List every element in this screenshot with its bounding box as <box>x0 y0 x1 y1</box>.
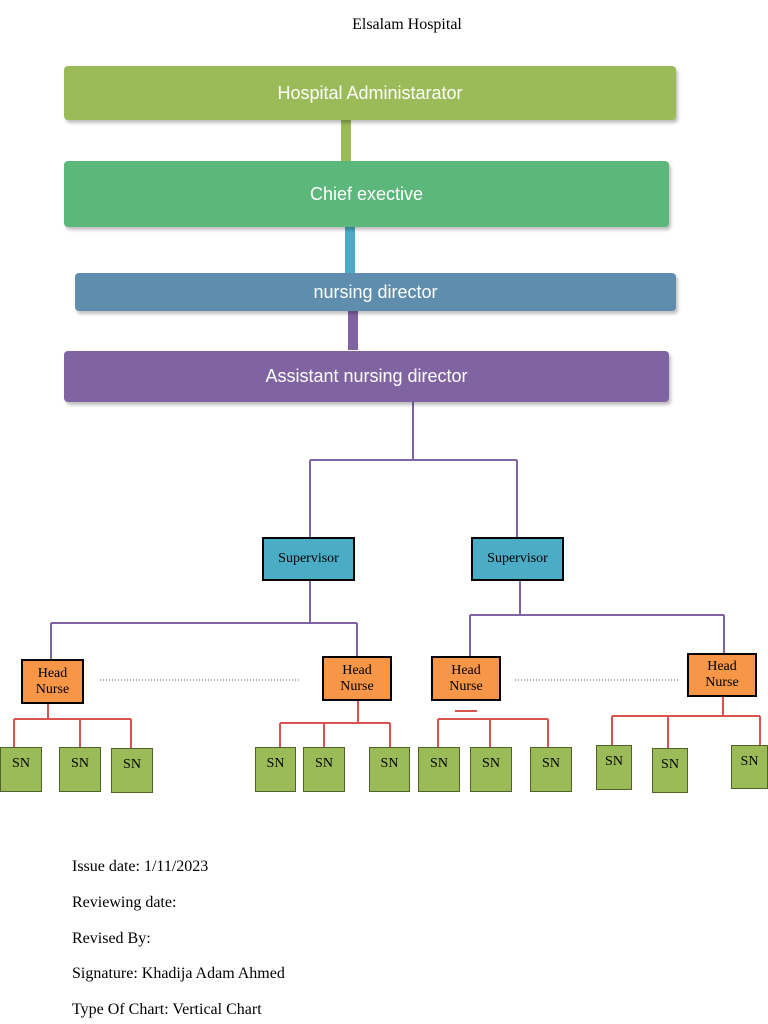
sn-box: SN <box>59 747 101 792</box>
revised-by: Revised By: <box>72 930 151 947</box>
connector-headnurse-sn <box>13 696 761 749</box>
assistant-nursing-director-box: Assistant nursing director <box>64 351 669 402</box>
sn-box: SN <box>530 747 572 792</box>
sn-box: SN <box>255 747 296 792</box>
connector-assistant-supervisors <box>309 402 518 538</box>
type-of-chart: Type Of Chart: Vertical Chart <box>72 1001 262 1018</box>
issue-date: Issue date: 1/11/2023 <box>72 858 209 875</box>
sn-box: SN <box>369 747 410 792</box>
head-nurse-box: Head Nurse <box>21 659 84 704</box>
head-nurse-box: Head Nurse <box>322 656 392 701</box>
signature: Signature: Khadija Adam Ahmed <box>72 965 285 982</box>
sn-box: SN <box>652 748 688 793</box>
sn-box: SN <box>731 745 768 789</box>
supervisor-box-right: Supervisor <box>471 537 564 581</box>
sn-box: SN <box>596 745 632 790</box>
sn-box: SN <box>470 747 512 792</box>
sn-box: SN <box>111 748 153 793</box>
chief-executive-box: Chief exective <box>64 161 669 227</box>
connector-director-assistant <box>348 311 358 350</box>
connector-chief-director <box>345 226 355 273</box>
nursing-director-box: nursing director <box>75 273 676 311</box>
reviewing-date: Reviewing date: <box>72 894 177 911</box>
head-nurse-box: Head Nurse <box>687 653 757 697</box>
hospital-administrator-box: Hospital Administarator <box>64 66 676 120</box>
sn-box: SN <box>418 747 460 792</box>
connector-admin-chief <box>341 120 351 161</box>
sn-box: SN <box>303 747 345 792</box>
page-title: Elsalam Hospital <box>352 16 462 33</box>
head-nurse-box: Head Nurse <box>431 656 501 701</box>
supervisor-box-left: Supervisor <box>262 537 355 581</box>
connector-supervisor-headnurses <box>50 580 725 660</box>
sn-box: SN <box>0 747 42 792</box>
